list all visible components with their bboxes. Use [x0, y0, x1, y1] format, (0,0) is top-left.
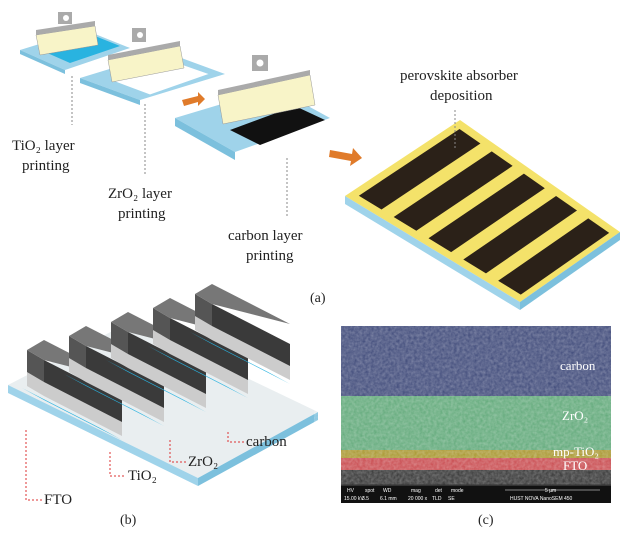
- carbon-stripe: [428, 173, 545, 253]
- step-label-zro2: ZrO₂ layer: [108, 186, 172, 202]
- perovskite-device: [345, 120, 620, 310]
- sem-value: TLD: [432, 496, 442, 502]
- device-bar: [190, 284, 290, 384]
- label-zro2: ZrO₂: [188, 454, 218, 470]
- sem-instrument: HUST NOVA NanoSEM 450: [510, 496, 573, 502]
- label-tio2: TiO₂: [128, 468, 157, 484]
- caption-b: (b): [120, 513, 137, 528]
- caption-a: (a): [310, 291, 326, 306]
- sem-value: SE: [448, 496, 455, 502]
- arrow-icon: [182, 92, 205, 106]
- final-label-2: deposition: [430, 88, 493, 104]
- sem-value: 3.5: [362, 496, 369, 502]
- caption-c: (c): [478, 513, 494, 528]
- tio2-printer: [20, 12, 130, 74]
- step-label-carbon-2: printing: [246, 248, 294, 264]
- step-label-carbon: carbon layer: [228, 228, 303, 244]
- carbon-stripe: [498, 218, 610, 295]
- final-label: perovskite absorber: [400, 68, 518, 84]
- sem-header: WD: [383, 488, 392, 494]
- carbon-stripe: [463, 196, 577, 274]
- sem-label-fto: FTO: [563, 458, 587, 473]
- zro2-printer: [80, 28, 225, 105]
- step-label-tio2: TiO₂ layer: [12, 138, 75, 154]
- arrow-icon: [329, 148, 362, 166]
- panel-a: TiO₂ layer printing ZrO₂ layer printing …: [12, 12, 620, 310]
- panel-b: carbon ZrO₂ TiO₂ FTO (b): [8, 284, 318, 528]
- sem-header: det: [435, 488, 443, 494]
- carbon-printer: [175, 55, 330, 160]
- sem-header: mag: [411, 488, 421, 494]
- sem-scale: 5 µm: [545, 488, 556, 494]
- sem-label-carbon: carbon: [560, 358, 596, 373]
- carbon-stripe: [393, 151, 513, 231]
- label-carbon: carbon: [246, 434, 287, 450]
- sem-value: 6.1 mm: [380, 496, 397, 502]
- sem-value: 15.00 kV: [344, 496, 364, 502]
- carbon-stripe: [358, 129, 481, 210]
- step-label-tio2-2: printing: [22, 158, 70, 174]
- sem-label-tio2: mp-TiO₂: [553, 444, 599, 459]
- sem-header: mode: [451, 488, 464, 494]
- sem-header: HV: [347, 488, 355, 494]
- sem-value: 20 000 x: [408, 496, 428, 502]
- sem-header: spot: [365, 488, 375, 494]
- label-fto: FTO: [44, 492, 72, 508]
- sem-label-zro2: ZrO₂: [562, 408, 588, 423]
- step-label-zro2-2: printing: [118, 206, 166, 222]
